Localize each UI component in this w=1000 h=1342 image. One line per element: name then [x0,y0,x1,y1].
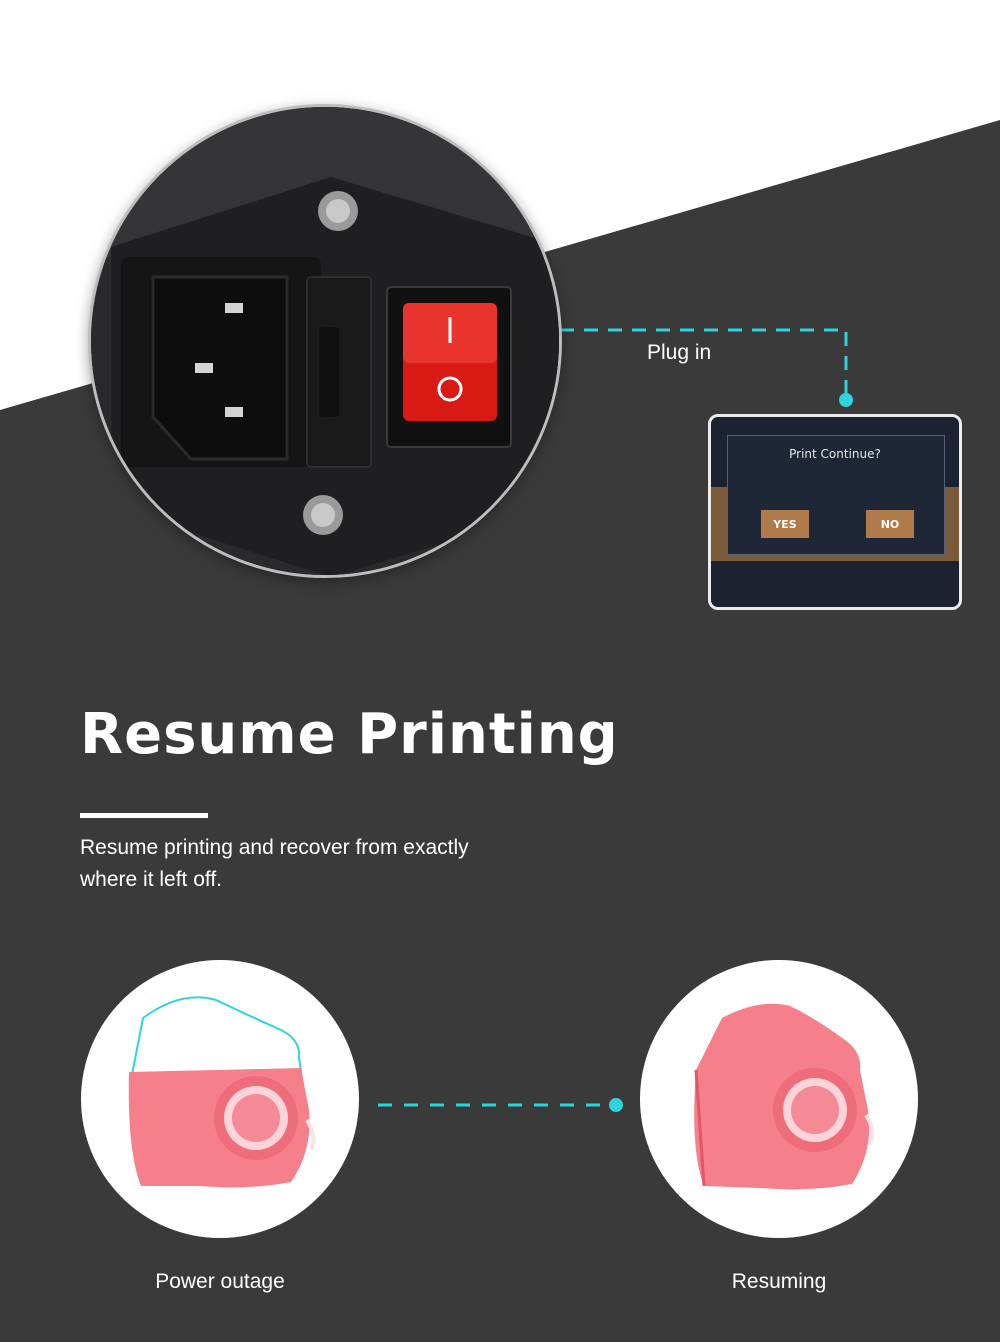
power-socket-photo [88,104,562,578]
plug-in-label: Plug in [647,341,712,364]
resuming-caption: Resuming [731,1270,827,1293]
printer-screen: Print Continue? YES NO [708,414,962,610]
power-socket-illustration [91,107,559,575]
dialog-title: Print Continue? [789,447,881,461]
rocker-switch-icon [403,303,497,421]
no-button[interactable]: NO [866,510,914,538]
title-underline [80,813,208,818]
power-outage-caption: Power outage [155,1270,285,1293]
page-title: Resume Printing [80,702,619,767]
resuming-photo [640,960,918,1238]
yes-button[interactable]: YES [761,510,809,538]
power-outage-photo [81,960,359,1238]
feature-description: Resume printing and recover from exactly… [80,836,469,891]
power-socket-icon [151,275,289,461]
